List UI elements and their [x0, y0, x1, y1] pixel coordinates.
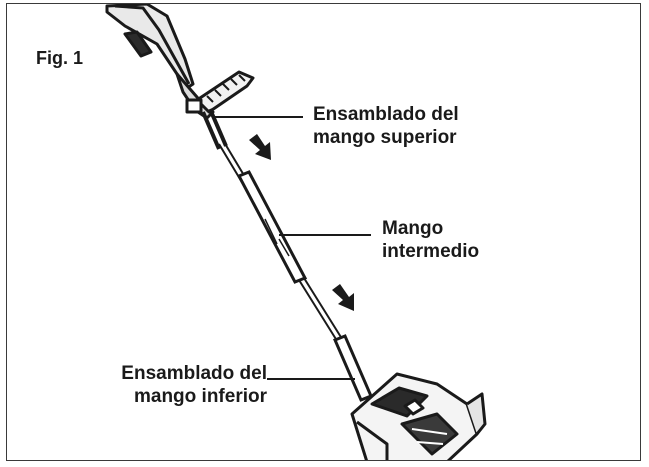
upper-handle-label: Ensamblado del mango superior: [313, 103, 459, 149]
lower-handle-label-line1: Ensamblado del: [121, 363, 267, 384]
figure-title: Fig. 1: [36, 48, 84, 68]
down-right-arrow-icon: [332, 284, 354, 311]
handle-shaft: [201, 108, 373, 402]
middle-handle-label: Mango intermedio: [382, 217, 479, 263]
shovel-head: [350, 372, 487, 460]
upper-handle-label-line1: Ensamblado del: [313, 104, 459, 125]
lower-handle-label-line2: mango inferior: [133, 386, 267, 407]
down-right-arrow-icon: [249, 134, 271, 160]
snow-shovel-drawing: [105, 4, 487, 460]
upper-handle-label-line2: mango superior: [313, 127, 457, 148]
middle-handle-label-line1: Mango: [382, 218, 444, 239]
figure-frame: Fig. 1 Ensamblado del mango superior Man…: [6, 3, 641, 461]
lower-handle-label: Ensamblado del mango inferior: [85, 362, 267, 408]
upper-handle-assembly: [105, 4, 255, 120]
leader-lines: [215, 116, 371, 380]
middle-handle-label-line2: intermedio: [382, 241, 480, 262]
